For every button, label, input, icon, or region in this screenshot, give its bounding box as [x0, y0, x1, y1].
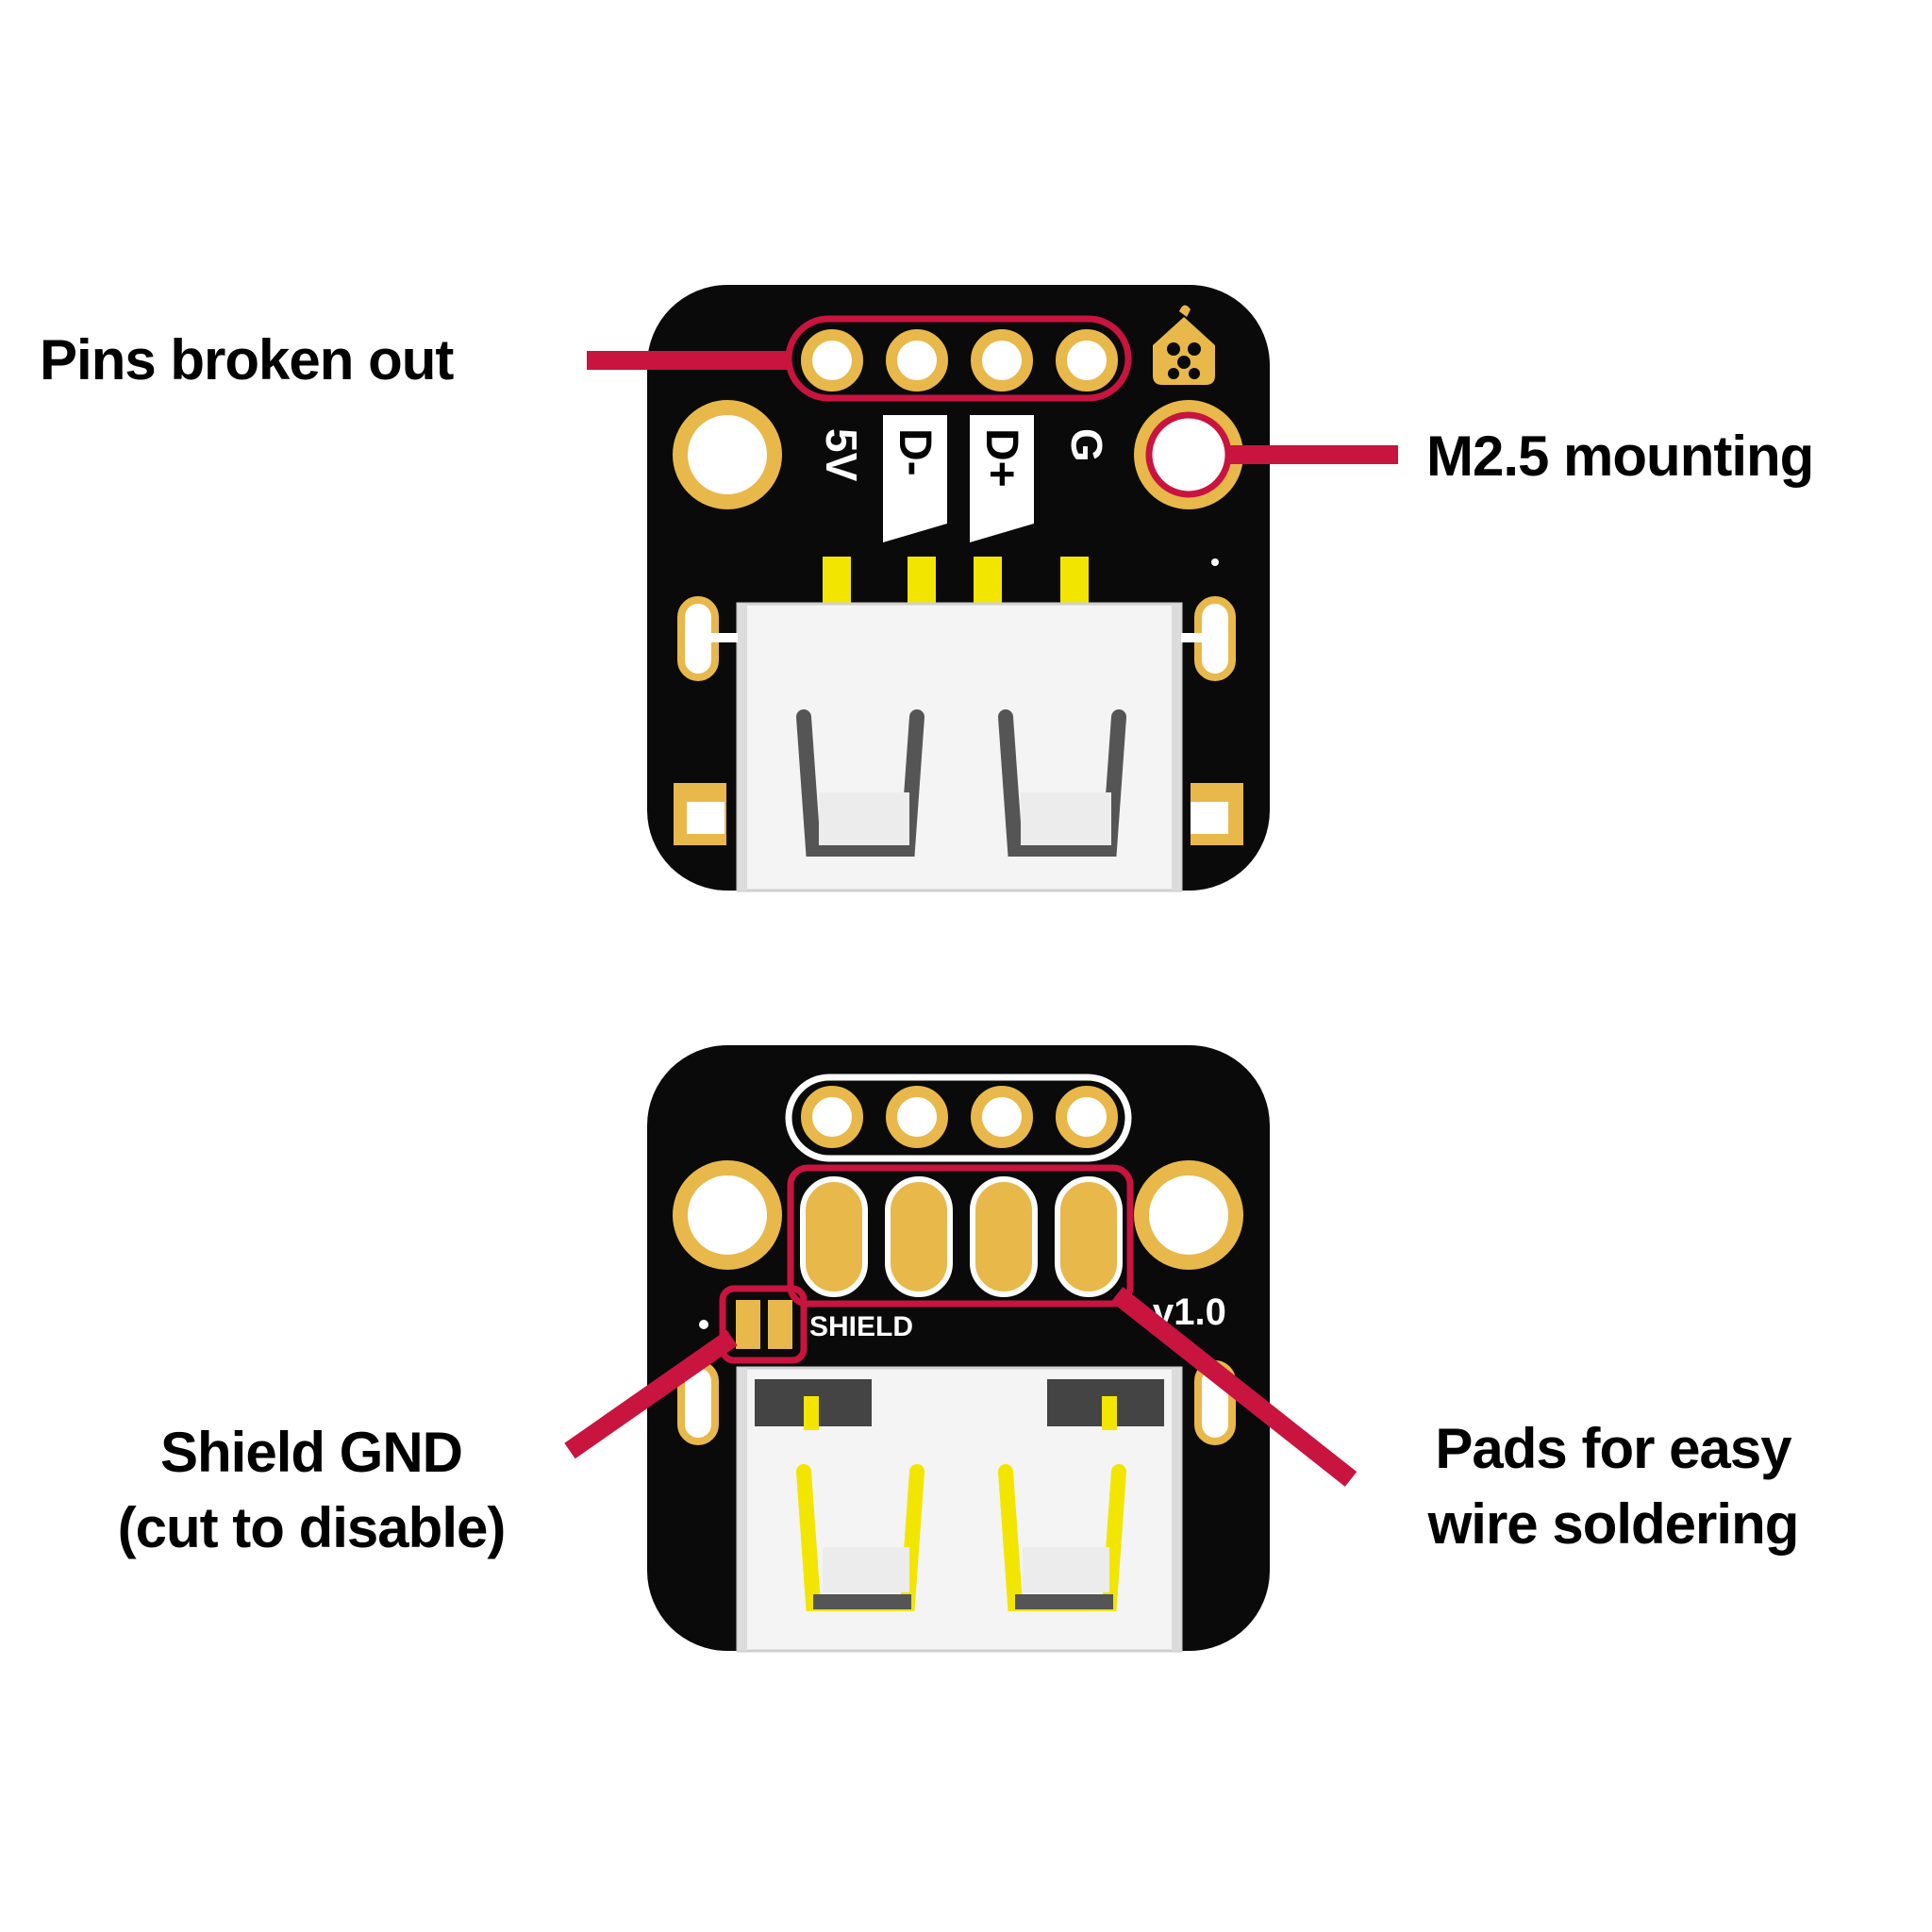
- top-pin-hole: [801, 329, 863, 391]
- top-pin-hole: [971, 329, 1033, 391]
- shield-silk-label: SHIELD: [809, 1311, 913, 1342]
- solder-pad: [970, 1176, 1038, 1297]
- shield-jumper-pad: [768, 1300, 792, 1349]
- callout-line-shield: [564, 1329, 738, 1459]
- bottom-mounting-hole-right: [1134, 1160, 1243, 1270]
- bottom-pin-hole: [886, 1086, 948, 1148]
- callout-lines: [564, 351, 1398, 1487]
- top-usb-receptacle: [696, 602, 1217, 892]
- solder-pad: [800, 1176, 868, 1297]
- bottom-pin-holes: [801, 1086, 1118, 1148]
- callout-line-pads: [1110, 1287, 1357, 1487]
- top-mounting-hole-left: [673, 400, 782, 509]
- callout-shield-gnd-line2: (cut to disable): [118, 1496, 506, 1559]
- top-board: 5V D- D+ G: [647, 285, 1270, 892]
- bottom-board: SHIELD v1.0: [647, 1045, 1270, 1653]
- bottom-usb-receptacle: [736, 1366, 1183, 1653]
- silk-tab-dplus: [970, 415, 1034, 542]
- bottom-pin-hole: [801, 1086, 863, 1148]
- callout-m25-mounting: M2.5 mounting: [1426, 425, 1813, 488]
- callout-shield-gnd-line1: Shield GND: [160, 1421, 462, 1484]
- bottom-pin-hole: [971, 1086, 1033, 1148]
- bottom-silk-dot: [699, 1320, 708, 1329]
- callout-pads-line2: wire soldering: [1427, 1492, 1799, 1556]
- pin-label-5v: 5V: [817, 428, 866, 482]
- pin-label-dplus: D+: [976, 428, 1026, 488]
- shield-jumper-pad: [736, 1300, 760, 1349]
- bottom-pin-header-outline: [785, 1074, 1132, 1162]
- solder-pads-outline: [787, 1164, 1134, 1307]
- pin-label-dminus: D-: [890, 428, 940, 476]
- callout-pins-broken-out: Pins broken out: [40, 328, 454, 391]
- solder-pad: [885, 1176, 953, 1297]
- solder-pads: [800, 1176, 1123, 1297]
- top-silk-dot: [1211, 558, 1219, 566]
- solder-pad: [1055, 1176, 1123, 1297]
- top-pin-hole: [1056, 329, 1118, 391]
- top-pin-holes: [801, 329, 1118, 391]
- callout-pads-line1: Pads for easy: [1435, 1417, 1792, 1480]
- bottom-mounting-hole-left: [673, 1160, 782, 1270]
- bottom-pin-hole: [1056, 1086, 1118, 1148]
- top-mounting-hole-right: [1134, 400, 1243, 509]
- top-pin-hole: [886, 329, 948, 391]
- shield-jumper-outline: [719, 1285, 808, 1364]
- pin-label-g: G: [1062, 428, 1111, 462]
- silk-tab-dminus: [883, 415, 947, 542]
- raspberry-logo-icon: [1153, 305, 1215, 385]
